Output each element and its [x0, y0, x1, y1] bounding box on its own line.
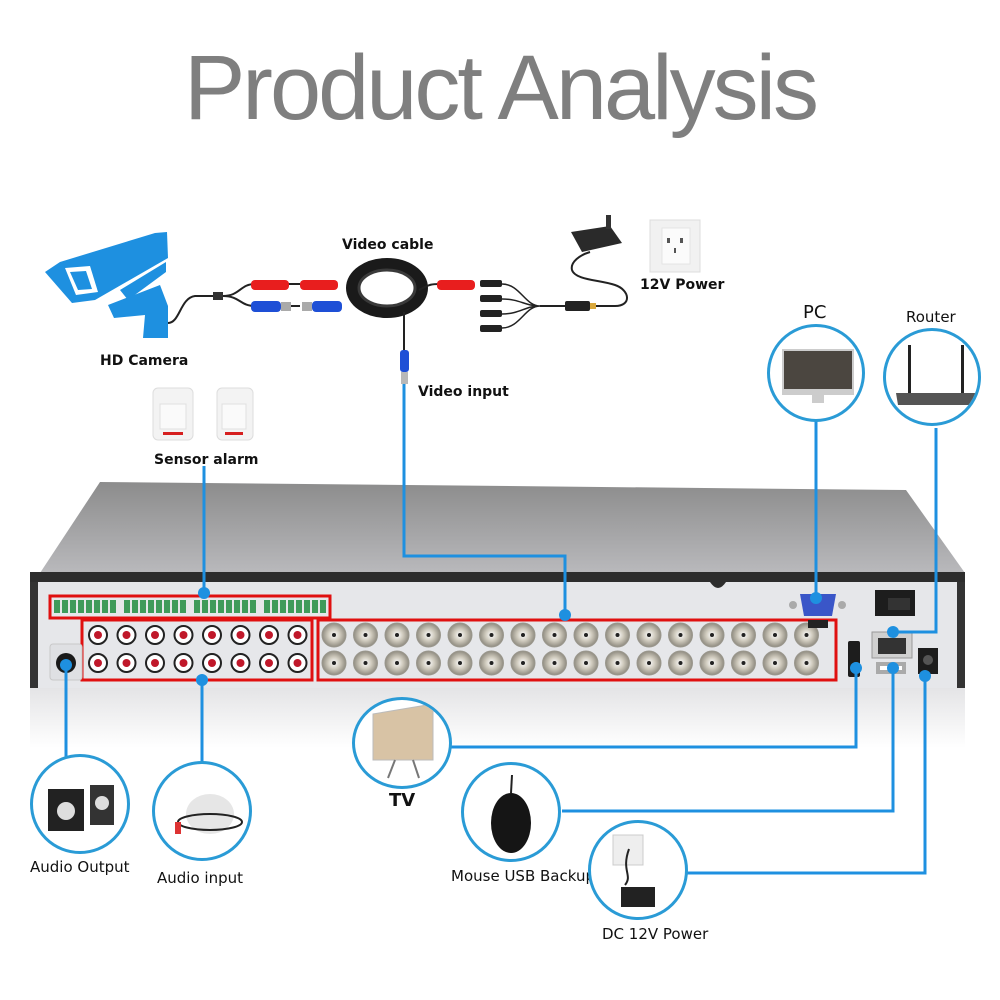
- alarm-highlight-box: [48, 594, 332, 620]
- alarm-terminal: [62, 600, 68, 613]
- alarm-terminal: [304, 600, 310, 613]
- tv-circle: [352, 697, 452, 789]
- alarm-terminal: [132, 600, 138, 613]
- connector-dots: [60, 587, 931, 686]
- audio-input-label: Audio input: [157, 869, 243, 887]
- alarm-terminal: [148, 600, 154, 613]
- audio-input-circle: [152, 761, 252, 861]
- hd-camera-label: HD Camera: [100, 353, 189, 369]
- alarm-terminal: [180, 600, 186, 613]
- alarm-terminal: [218, 600, 224, 613]
- vga-port: [789, 594, 846, 628]
- alarm-terminal: [320, 600, 326, 613]
- wall-socket-icon: [649, 219, 701, 273]
- power-12v-label: 12V Power: [640, 277, 725, 293]
- alarm-terminal: [280, 600, 286, 613]
- alarm-terminal-block: [54, 600, 326, 613]
- speaker-icon: [48, 785, 114, 831]
- alarm-terminal: [296, 600, 302, 613]
- monitor-icon: [782, 349, 854, 403]
- router-circle: [883, 328, 981, 426]
- router-label: Router: [906, 308, 956, 326]
- dc-12v-power-label: DC 12V Power: [602, 925, 709, 943]
- alarm-terminal: [124, 600, 130, 613]
- router-icon: [896, 345, 976, 405]
- microphone-icon: [175, 794, 243, 834]
- page-title: Product Analysis: [183, 37, 819, 139]
- pir-sensor-icon: [152, 387, 254, 441]
- alarm-terminal: [164, 600, 170, 613]
- pc-label: PC: [803, 302, 827, 323]
- audio-output-label: Audio Output: [30, 858, 130, 876]
- alarm-terminal: [86, 600, 92, 613]
- alarm-terminal: [226, 600, 232, 613]
- bnc-video-ports: [321, 622, 819, 676]
- alarm-terminal: [264, 600, 270, 613]
- alarm-terminal: [78, 600, 84, 613]
- mouse-circle: [461, 762, 561, 862]
- alarm-terminal: [250, 600, 256, 613]
- connector-lines: [64, 384, 938, 875]
- alarm-terminal: [102, 600, 108, 613]
- alarm-terminal: [272, 600, 278, 613]
- alarm-terminal: [288, 600, 294, 613]
- video-cable-label: Video cable: [342, 237, 434, 253]
- alarm-terminal: [94, 600, 100, 613]
- alarm-terminal: [140, 600, 146, 613]
- rca-audio-ports: [88, 625, 308, 673]
- alarm-terminal: [172, 600, 178, 613]
- alarm-terminal: [194, 600, 200, 613]
- alarm-terminal: [54, 600, 60, 613]
- alarm-terminal: [156, 600, 162, 613]
- coaxial-cable-icon: [251, 258, 475, 350]
- video-highlight-box: [316, 618, 838, 682]
- bnc-connector-icon: [400, 350, 409, 384]
- power-adapter-icon: [480, 215, 628, 332]
- alarm-terminal: [110, 600, 116, 613]
- pc-circle: [767, 324, 865, 422]
- dc-power-adapter-icon: [612, 834, 655, 907]
- alarm-terminal: [202, 600, 208, 613]
- cctv-camera-icon: [45, 232, 168, 338]
- dc-power-circle: [588, 820, 688, 920]
- mouse-icon: [491, 774, 531, 853]
- mouse-usb-backup-label: Mouse USB Backup: [451, 867, 595, 885]
- audio-output-circle: [30, 754, 130, 854]
- alarm-terminal: [234, 600, 240, 613]
- alarm-terminal: [312, 600, 318, 613]
- sensor-alarm-label: Sensor alarm: [154, 452, 259, 468]
- video-input-label: Video input: [418, 384, 509, 400]
- alarm-terminal: [70, 600, 76, 613]
- alarm-terminal: [242, 600, 248, 613]
- alarm-terminal: [210, 600, 216, 613]
- tv-label: TV: [389, 790, 416, 811]
- tv-icon: [372, 703, 434, 779]
